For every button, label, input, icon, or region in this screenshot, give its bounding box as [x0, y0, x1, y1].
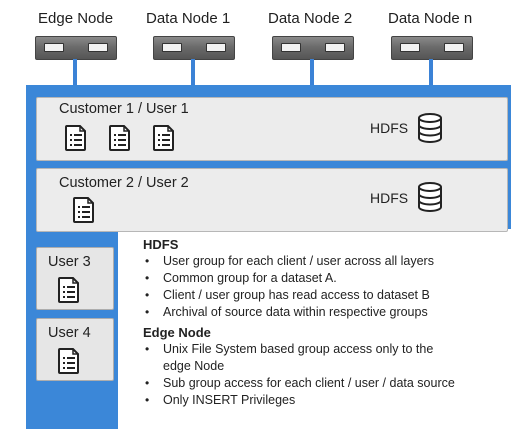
customer-1-band: Customer 1 / User 1 HDFS [36, 97, 508, 161]
hdfs-heading: HDFS [143, 237, 179, 252]
node-connector [191, 59, 195, 85]
list-item: Client / user group has read access to d… [143, 287, 513, 304]
list-item: User group for each client / user across… [143, 253, 513, 270]
edge-node-heading: Edge Node [143, 325, 211, 340]
edge-node-list: Unix File System based group access only… [143, 341, 513, 409]
document-icon [73, 197, 94, 223]
server-icon [153, 36, 235, 60]
user-4-label: User 4 [48, 325, 91, 341]
list-item: Sub group access for each client / user … [143, 375, 513, 392]
list-item: Unix File System based group access only… [143, 341, 463, 375]
list-item: Only INSERT Privileges [143, 392, 513, 409]
hdfs-label: HDFS [370, 120, 409, 136]
server-icon [35, 36, 117, 60]
customer-1-label: Customer 1 / User 1 [59, 101, 189, 117]
document-icon [58, 277, 79, 303]
document-icon [109, 125, 130, 151]
database-icon [418, 182, 442, 212]
edge-node-label: Edge Node [38, 10, 114, 27]
node-connector [73, 59, 77, 85]
document-icon [153, 125, 174, 151]
hdfs-label: HDFS [370, 190, 409, 206]
customer-2-label: Customer 2 / User 2 [59, 175, 189, 191]
customer-2-band: Customer 2 / User 2 HDFS [36, 168, 508, 232]
hdfs-list: User group for each client / user across… [143, 253, 513, 321]
database-icon [418, 113, 442, 143]
data-node-2-label: Data Node 2 [268, 10, 353, 27]
user-3-label: User 3 [48, 254, 91, 270]
server-icon [391, 36, 473, 60]
node-connector [310, 59, 314, 85]
list-item: Archival of source data within respectiv… [143, 304, 513, 321]
document-icon [65, 125, 86, 151]
list-item: Common group for a dataset A. [143, 270, 513, 287]
user-3-box: User 3 [36, 247, 114, 310]
info-notes: HDFS User group for each client / user a… [143, 236, 513, 412]
document-icon [58, 348, 79, 374]
data-node-n-label: Data Node n [388, 10, 473, 27]
node-connector [429, 59, 433, 85]
data-node-1-label: Data Node 1 [146, 10, 231, 27]
user-4-box: User 4 [36, 318, 114, 381]
server-icon [272, 36, 354, 60]
